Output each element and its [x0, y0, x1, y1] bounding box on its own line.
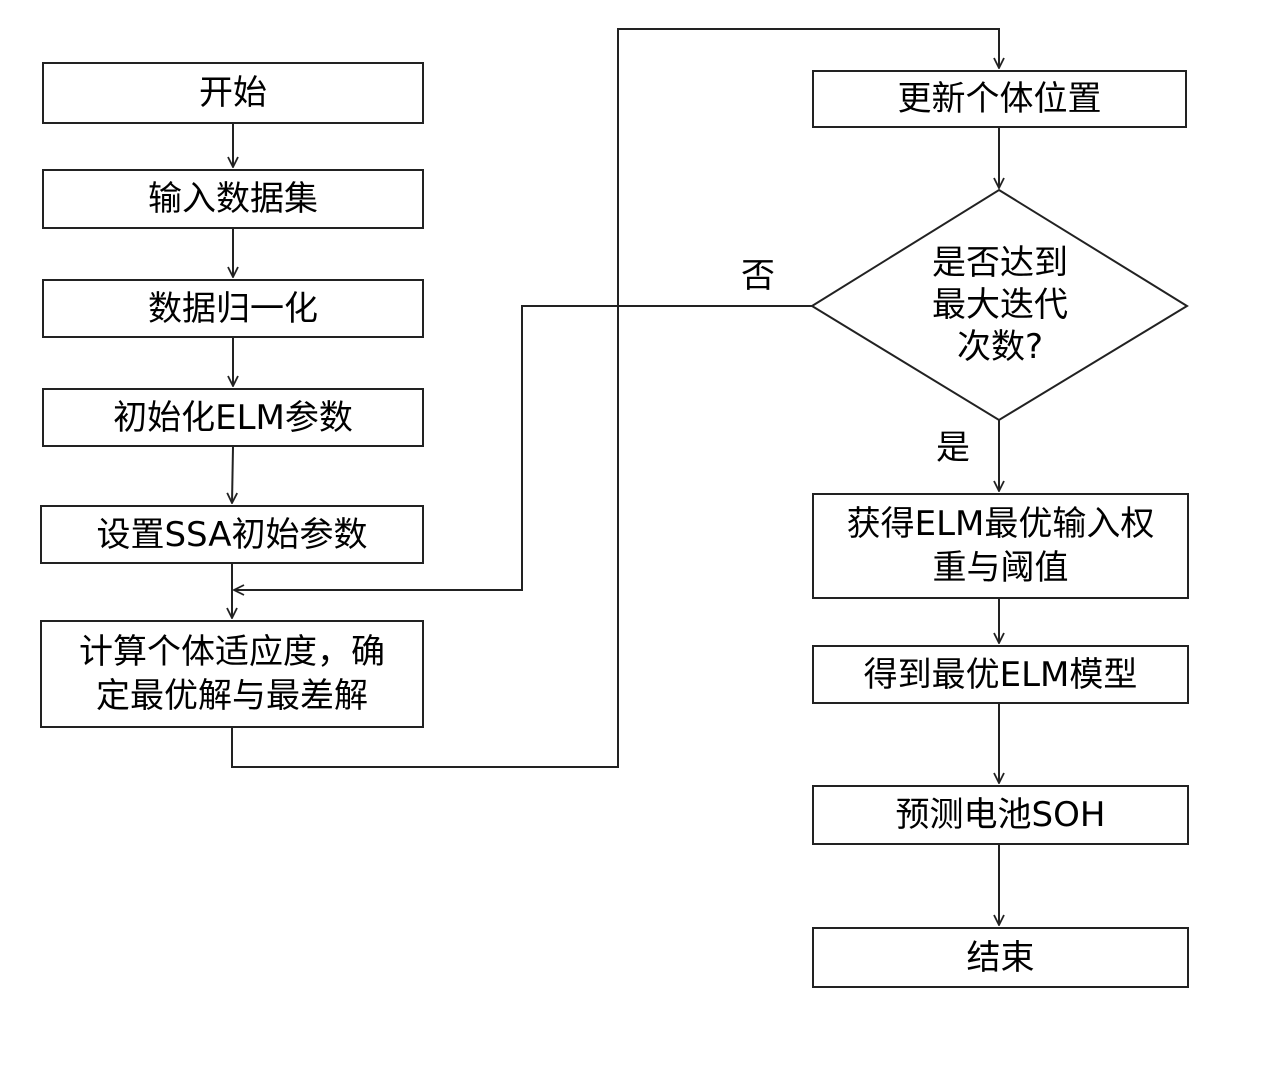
predict-label: 预测电池SOH — [895, 795, 1106, 835]
best-model-node: 得到最优ELM模型 — [812, 645, 1189, 704]
best-model-label: 得到最优ELM模型 — [863, 654, 1138, 695]
edge-label-yes: 是 — [936, 428, 970, 468]
decision-label-line3: 次数? — [956, 327, 1044, 367]
start-node: 开始 — [42, 62, 424, 124]
edge-label-no: 否 — [741, 256, 775, 296]
decision-label-line1: 是否达到 — [932, 243, 1068, 283]
get-weights-node: 获得ELM最优输入权 重与阈值 — [812, 493, 1189, 599]
decision-label-line2: 最大迭代 — [932, 285, 1068, 325]
decision-node-text: 是否达到 最大迭代 次数? — [880, 242, 1120, 368]
end-node: 结束 — [812, 927, 1189, 988]
start-label: 开始 — [199, 73, 267, 113]
end-label: 结束 — [966, 937, 1035, 978]
get-weights-label-line1: 获得ELM最优输入权 — [846, 504, 1155, 544]
init-elm-label: 初始化ELM参数 — [113, 397, 353, 438]
fitness-label-line1: 计算个体适应度，确 — [79, 632, 385, 672]
arrow-decision-no-loop — [234, 305, 812, 590]
normalize-label: 数据归一化 — [148, 288, 318, 329]
input-dataset-node: 输入数据集 — [42, 169, 424, 229]
fitness-node: 计算个体适应度，确 定最优解与最差解 — [40, 620, 424, 728]
normalize-node: 数据归一化 — [42, 279, 424, 338]
update-position-node: 更新个体位置 — [812, 70, 1187, 128]
arrow-init-elm-to-init-ssa — [232, 446, 233, 503]
input-dataset-label: 输入数据集 — [148, 179, 318, 219]
update-position-label: 更新个体位置 — [897, 79, 1102, 119]
fitness-label-line2: 定最优解与最差解 — [96, 676, 368, 716]
predict-node: 预测电池SOH — [812, 785, 1189, 845]
init-elm-node: 初始化ELM参数 — [42, 388, 424, 447]
init-ssa-node: 设置SSA初始参数 — [40, 505, 424, 564]
arrow-fitness-to-update — [231, 28, 999, 768]
init-ssa-label: 设置SSA初始参数 — [96, 514, 368, 555]
get-weights-label-line2: 重与阈值 — [932, 548, 1069, 588]
